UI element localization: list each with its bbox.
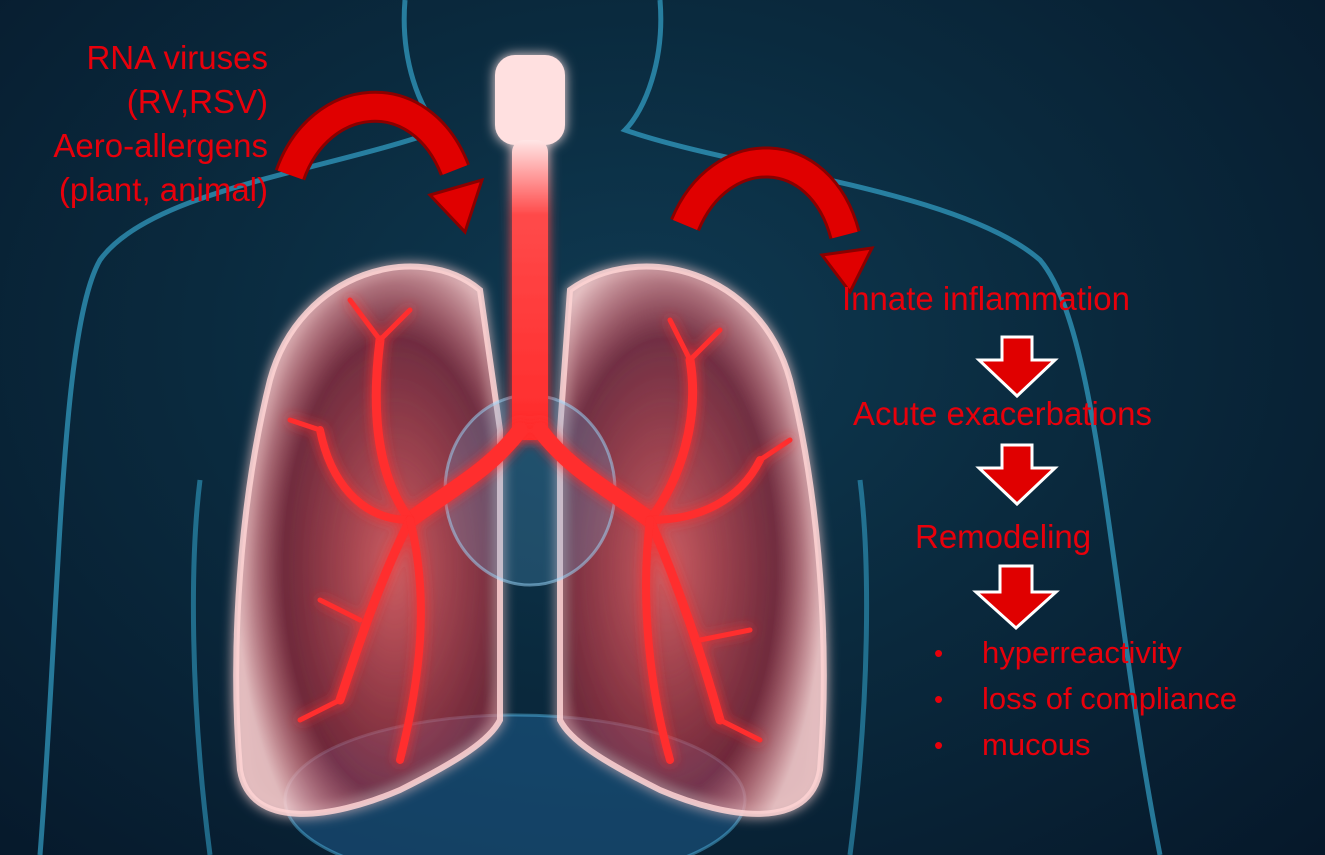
effect-hyperreactivity: hyperreactivity xyxy=(982,635,1182,670)
step-innate-inflammation: Innate inflammation xyxy=(842,277,1130,321)
list-item: • mucous xyxy=(930,722,1237,768)
effect-mucous: mucous xyxy=(982,727,1091,762)
down-arrow-icon xyxy=(979,445,1055,504)
bullet-icon: • xyxy=(934,722,943,768)
bullet-icon: • xyxy=(934,630,943,676)
trachea xyxy=(495,55,565,440)
down-arrow-icon xyxy=(976,566,1056,628)
triggers-block: RNA viruses (RV,RSV) Aero-allergens (pla… xyxy=(10,36,268,212)
list-item: • loss of compliance xyxy=(930,676,1237,722)
trigger-aero-allergens: Aero-allergens xyxy=(10,124,268,168)
step-acute-exacerbations: Acute exacerbations xyxy=(853,392,1152,436)
trigger-rv-rsv: (RV,RSV) xyxy=(10,80,268,124)
trigger-rna-viruses: RNA viruses xyxy=(10,36,268,80)
step-remodeling: Remodeling xyxy=(915,515,1091,559)
bullet-icon: • xyxy=(934,676,943,722)
effects-list: • hyperreactivity • loss of compliance •… xyxy=(930,630,1237,768)
curved-arrow-icon xyxy=(290,107,482,232)
trigger-plant-animal: (plant, animal) xyxy=(10,168,268,212)
down-arrow-icon xyxy=(979,337,1055,396)
effect-loss-of-compliance: loss of compliance xyxy=(982,681,1237,716)
list-item: • hyperreactivity xyxy=(930,630,1237,676)
